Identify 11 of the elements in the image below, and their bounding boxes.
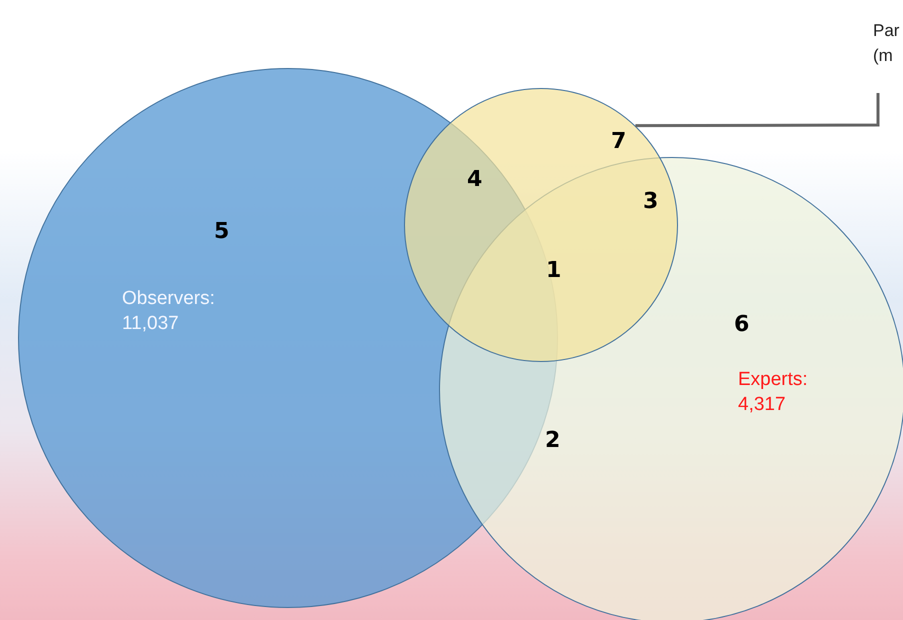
callout-text: Par (m — [873, 20, 900, 67]
region-number: 3 — [643, 190, 658, 214]
leader-line — [635, 93, 880, 128]
region-number: 6 — [734, 313, 750, 337]
count-label: Experts: 4,317 — [738, 368, 809, 417]
region-number: 5 — [214, 220, 230, 244]
region-number: 7 — [611, 130, 626, 154]
region-number: 1 — [546, 259, 562, 283]
region-number: 4 — [467, 168, 482, 192]
region-number: 2 — [545, 429, 560, 453]
count-label: Observers: 11,037 — [122, 287, 216, 336]
